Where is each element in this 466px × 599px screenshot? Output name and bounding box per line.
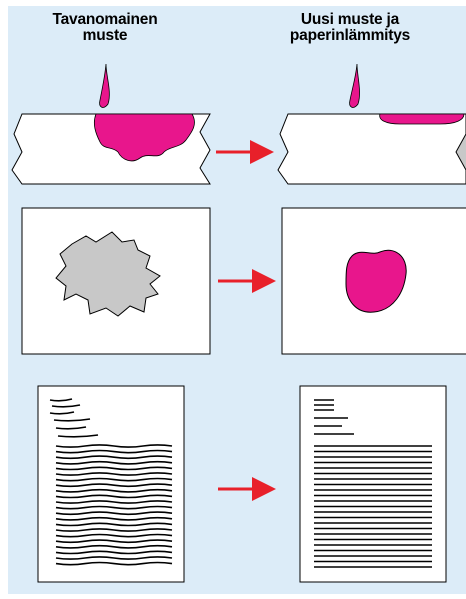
heading-left-line1: Tavanomainen (5, 12, 205, 28)
ink-surface-layer (380, 114, 464, 124)
paper-strip-right (278, 114, 466, 184)
heading-conventional-ink: Tavanomainen muste (5, 12, 205, 44)
heading-left-line2: muste (5, 28, 205, 44)
heading-new-ink-and-heating: Uusi muste ja paperinlämmitys (250, 12, 450, 44)
heading-right-line1: Uusi muste ja (250, 12, 450, 28)
heading-right-line2: paperinlämmitys (250, 28, 450, 44)
